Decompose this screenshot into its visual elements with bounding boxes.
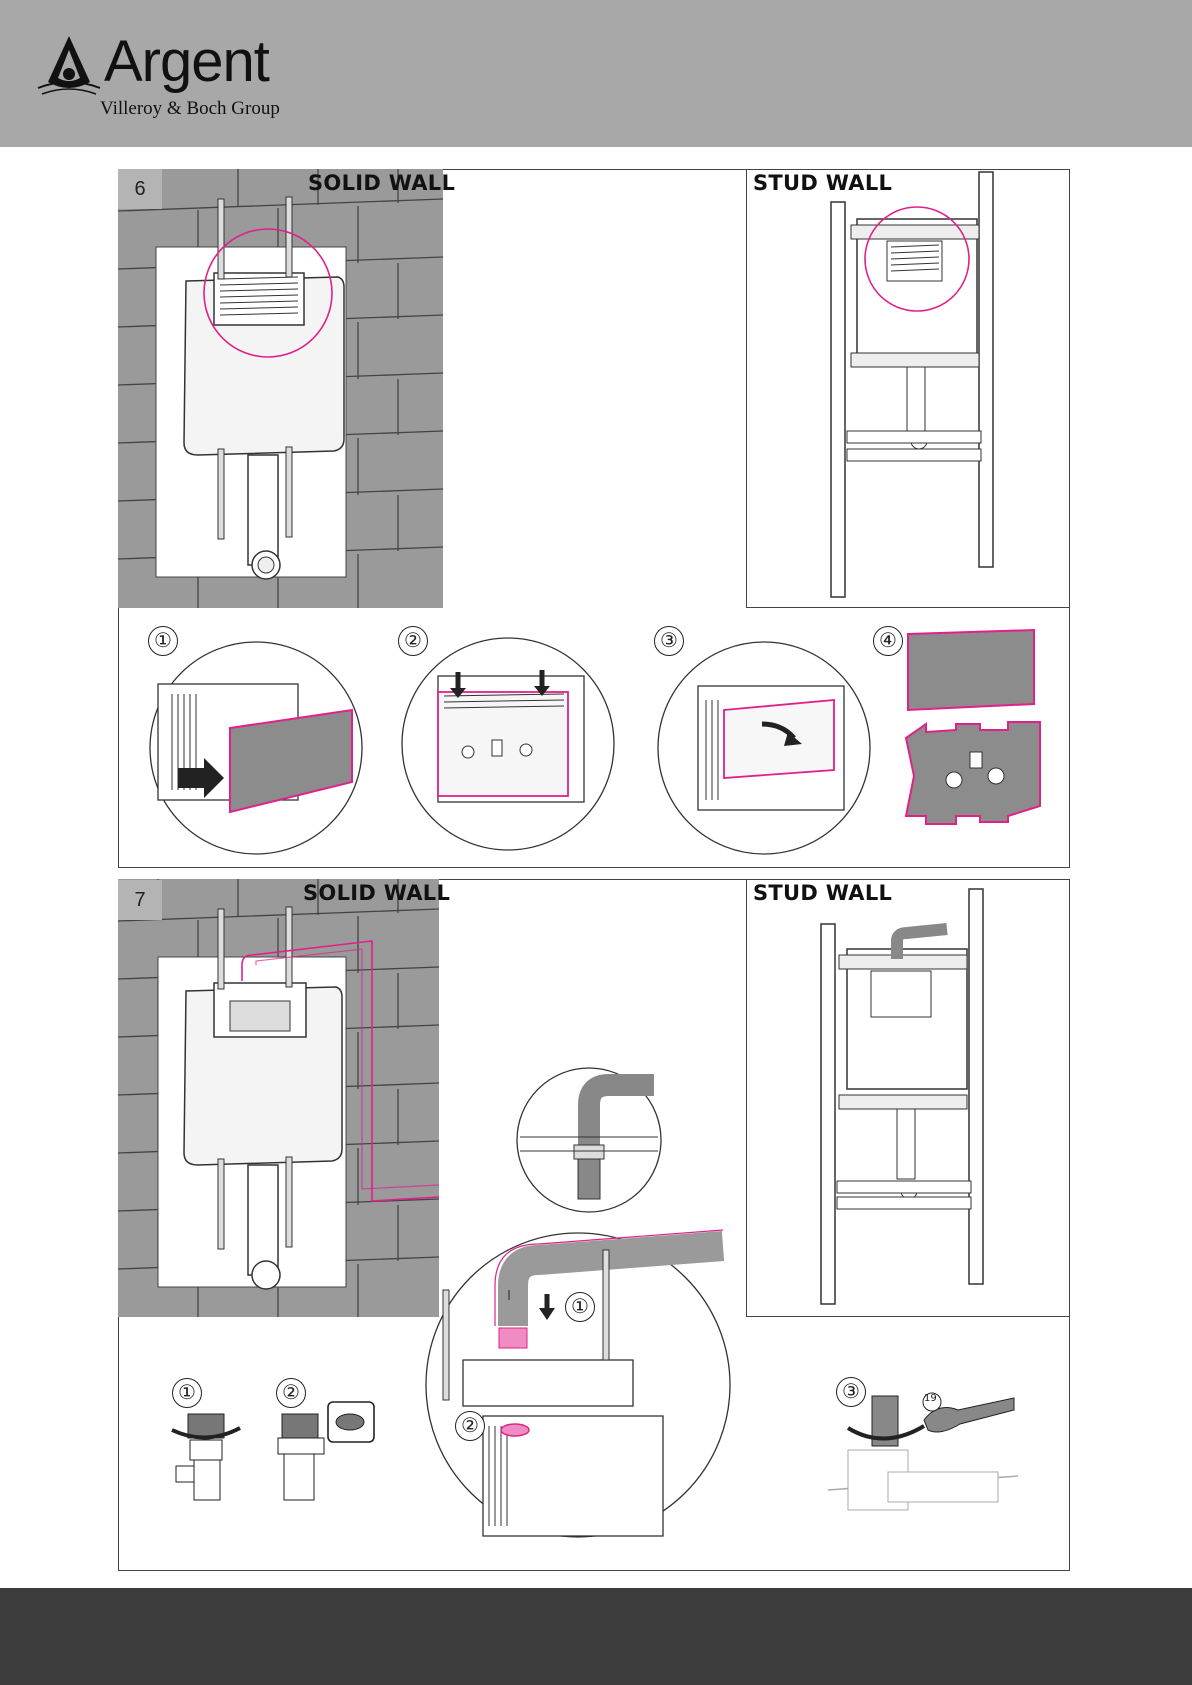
step-7-connection-detail [423,1230,733,1540]
connection-label-2: ② [455,1411,485,1441]
step-7-stud-wall-title: STUD WALL [753,881,892,905]
step-6-detail-4-cover-plate [900,626,1050,846]
step-7-badge: 7 [118,880,162,920]
valve-detail-circle [514,1065,664,1215]
step-6-stud-wall-panel [746,169,1070,608]
page-footer [0,1588,1192,1685]
wrench-size-label: 19 [924,1393,937,1404]
fitting-step-1-illustration [166,1410,246,1510]
fitting-step-1: ① [172,1378,202,1408]
fitting-step-2-illustration [268,1402,378,1510]
step-6-detail-1 [146,640,366,860]
step-6-stud-wall-title: STUD WALL [753,171,892,195]
step-6-stud-wall-illustration [747,169,1070,608]
step-6-badge: 6 [118,169,162,209]
step-6-solid-wall-title: SOLID WALL [308,171,455,195]
brand-group: Villeroy & Boch Group [100,98,280,120]
step-6-detail-2 [398,636,618,856]
step-7-solid-wall-illustration [118,879,439,1317]
step-6-detail-3 [654,640,874,860]
step-7-stud-wall-illustration [747,879,1070,1317]
fitting-step-3-illustration [828,1380,1018,1530]
step-6-substep-4: ④ [873,626,903,656]
connection-label-1: ① [565,1292,595,1322]
brand-logo: Argent Villeroy & Boch Group [34,28,304,128]
page-header: Argent Villeroy & Boch Group [0,0,1192,147]
step-7-stud-wall-panel [746,879,1070,1317]
step-7-solid-wall-title: SOLID WALL [303,881,450,905]
step-6-solid-wall-illustration [118,169,443,608]
water-drop-logo-icon [34,32,104,102]
brand-name: Argent [104,30,269,94]
